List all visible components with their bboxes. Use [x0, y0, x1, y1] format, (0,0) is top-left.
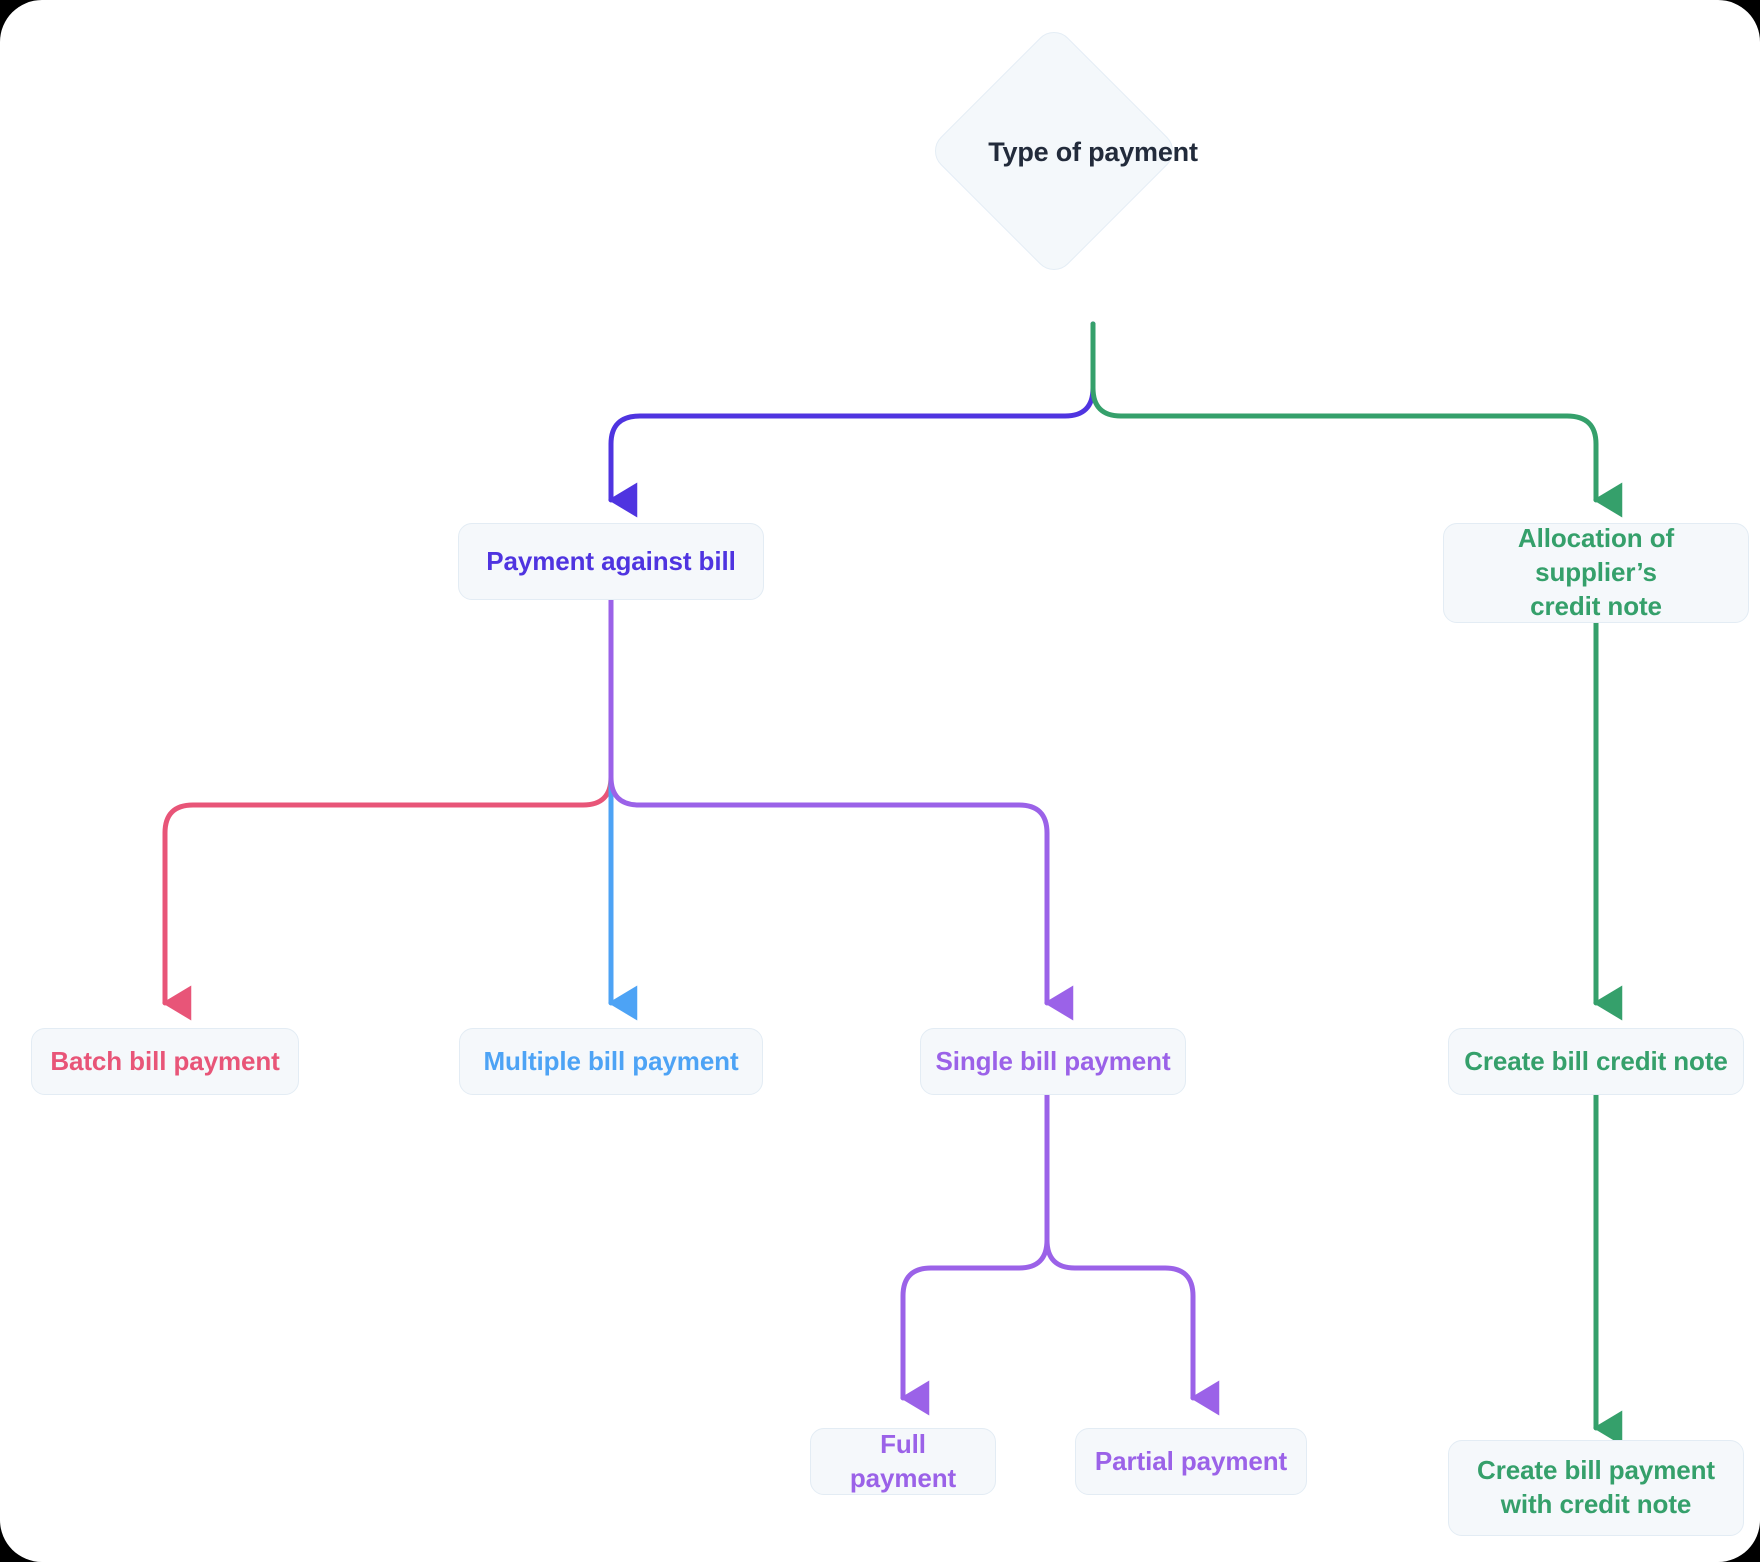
node-full-payment[interactable]: Full payment — [810, 1428, 996, 1495]
edge-root-to-allocation — [1090, 321, 1623, 518]
node-multiple-bill-payment[interactable]: Multiple bill payment — [459, 1028, 763, 1095]
node-create-bill-payment-line-1: Create bill payment — [1477, 1455, 1715, 1486]
edge-single-to-partial — [1044, 1092, 1220, 1416]
node-payment-against-bill[interactable]: Payment against bill — [458, 523, 764, 600]
node-create-bill-credit-note[interactable]: Create bill credit note — [1448, 1028, 1744, 1095]
edge-single-to-full — [900, 1092, 1050, 1416]
node-allocation-of-suppliers-credit-note[interactable]: Allocation of supplier’s credit note — [1443, 523, 1749, 623]
node-allocation-line-1: Allocation of supplier’s — [1517, 523, 1675, 588]
node-single-bill-payment[interactable]: Single bill payment — [920, 1028, 1186, 1095]
edge-payment-to-batch — [162, 597, 614, 1021]
node-type-of-payment-label: Type of payment — [988, 136, 1198, 167]
node-partial-payment[interactable]: Partial payment — [1075, 1428, 1307, 1495]
edge-payment-to-single — [608, 597, 1074, 1021]
edge-root-to-payment-against-bill — [608, 321, 1096, 518]
node-batch-bill-payment[interactable]: Batch bill payment — [31, 1028, 299, 1095]
node-allocation-line-2: credit note — [1530, 590, 1662, 621]
node-create-bill-payment-with-credit-note[interactable]: Create bill payment with credit note — [1448, 1440, 1744, 1536]
node-create-bill-payment-line-2: with credit note — [1500, 1489, 1692, 1519]
